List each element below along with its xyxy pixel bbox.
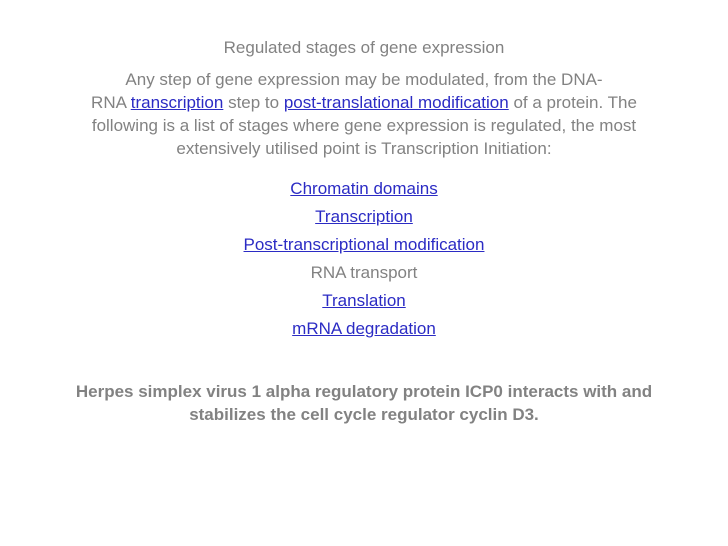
list-item: Post-transcriptional modification [14,233,714,256]
paragraph-text: step to [223,93,284,112]
paragraph-text: RNA [91,93,131,112]
list-item: mRNA degradation [14,317,714,340]
list-item: Translation [14,289,714,312]
statement-line-2: stabilizes the cell cycle regulator cycl… [189,405,539,424]
paragraph-line-1: Any step of gene expression may be modul… [125,70,603,89]
paragraph-line-3: following is a list of stages where gene… [91,116,637,135]
slide-content: Regulated stages of gene expression Any … [14,36,714,426]
paragraph-text: of a protein. The [508,93,637,112]
paragraph-line-4: extensively utilised point is Transcript… [176,139,552,158]
link-post-translational-modification[interactable]: post-translational modification [283,93,509,112]
list-item: Transcription [14,205,714,228]
stage-link-chromatin-domains[interactable]: Chromatin domains [290,179,438,198]
stage-link-transcription[interactable]: Transcription [315,207,413,226]
list-item: Chromatin domains [14,177,714,200]
paragraph-line-2: RNA transcription step to post-translati… [14,91,714,114]
bold-statement: Herpes simplex virus 1 alpha regulatory … [14,380,714,426]
stages-list: Chromatin domains Transcription Post-tra… [14,177,714,340]
stage-link-mrna-degradation[interactable]: mRNA degradation [292,319,436,338]
link-transcription[interactable]: transcription [130,93,224,112]
stage-text-rna-transport: RNA transport [310,263,418,282]
stage-link-translation[interactable]: Translation [322,291,406,310]
list-item: RNA transport [14,261,714,284]
body-paragraph: Any step of gene expression may be modul… [14,68,714,160]
statement-line-1: Herpes simplex virus 1 alpha regulatory … [75,382,653,401]
stage-link-post-transcriptional-modification[interactable]: Post-transcriptional modification [243,235,485,254]
slide-title: Regulated stages of gene expression [223,38,505,57]
